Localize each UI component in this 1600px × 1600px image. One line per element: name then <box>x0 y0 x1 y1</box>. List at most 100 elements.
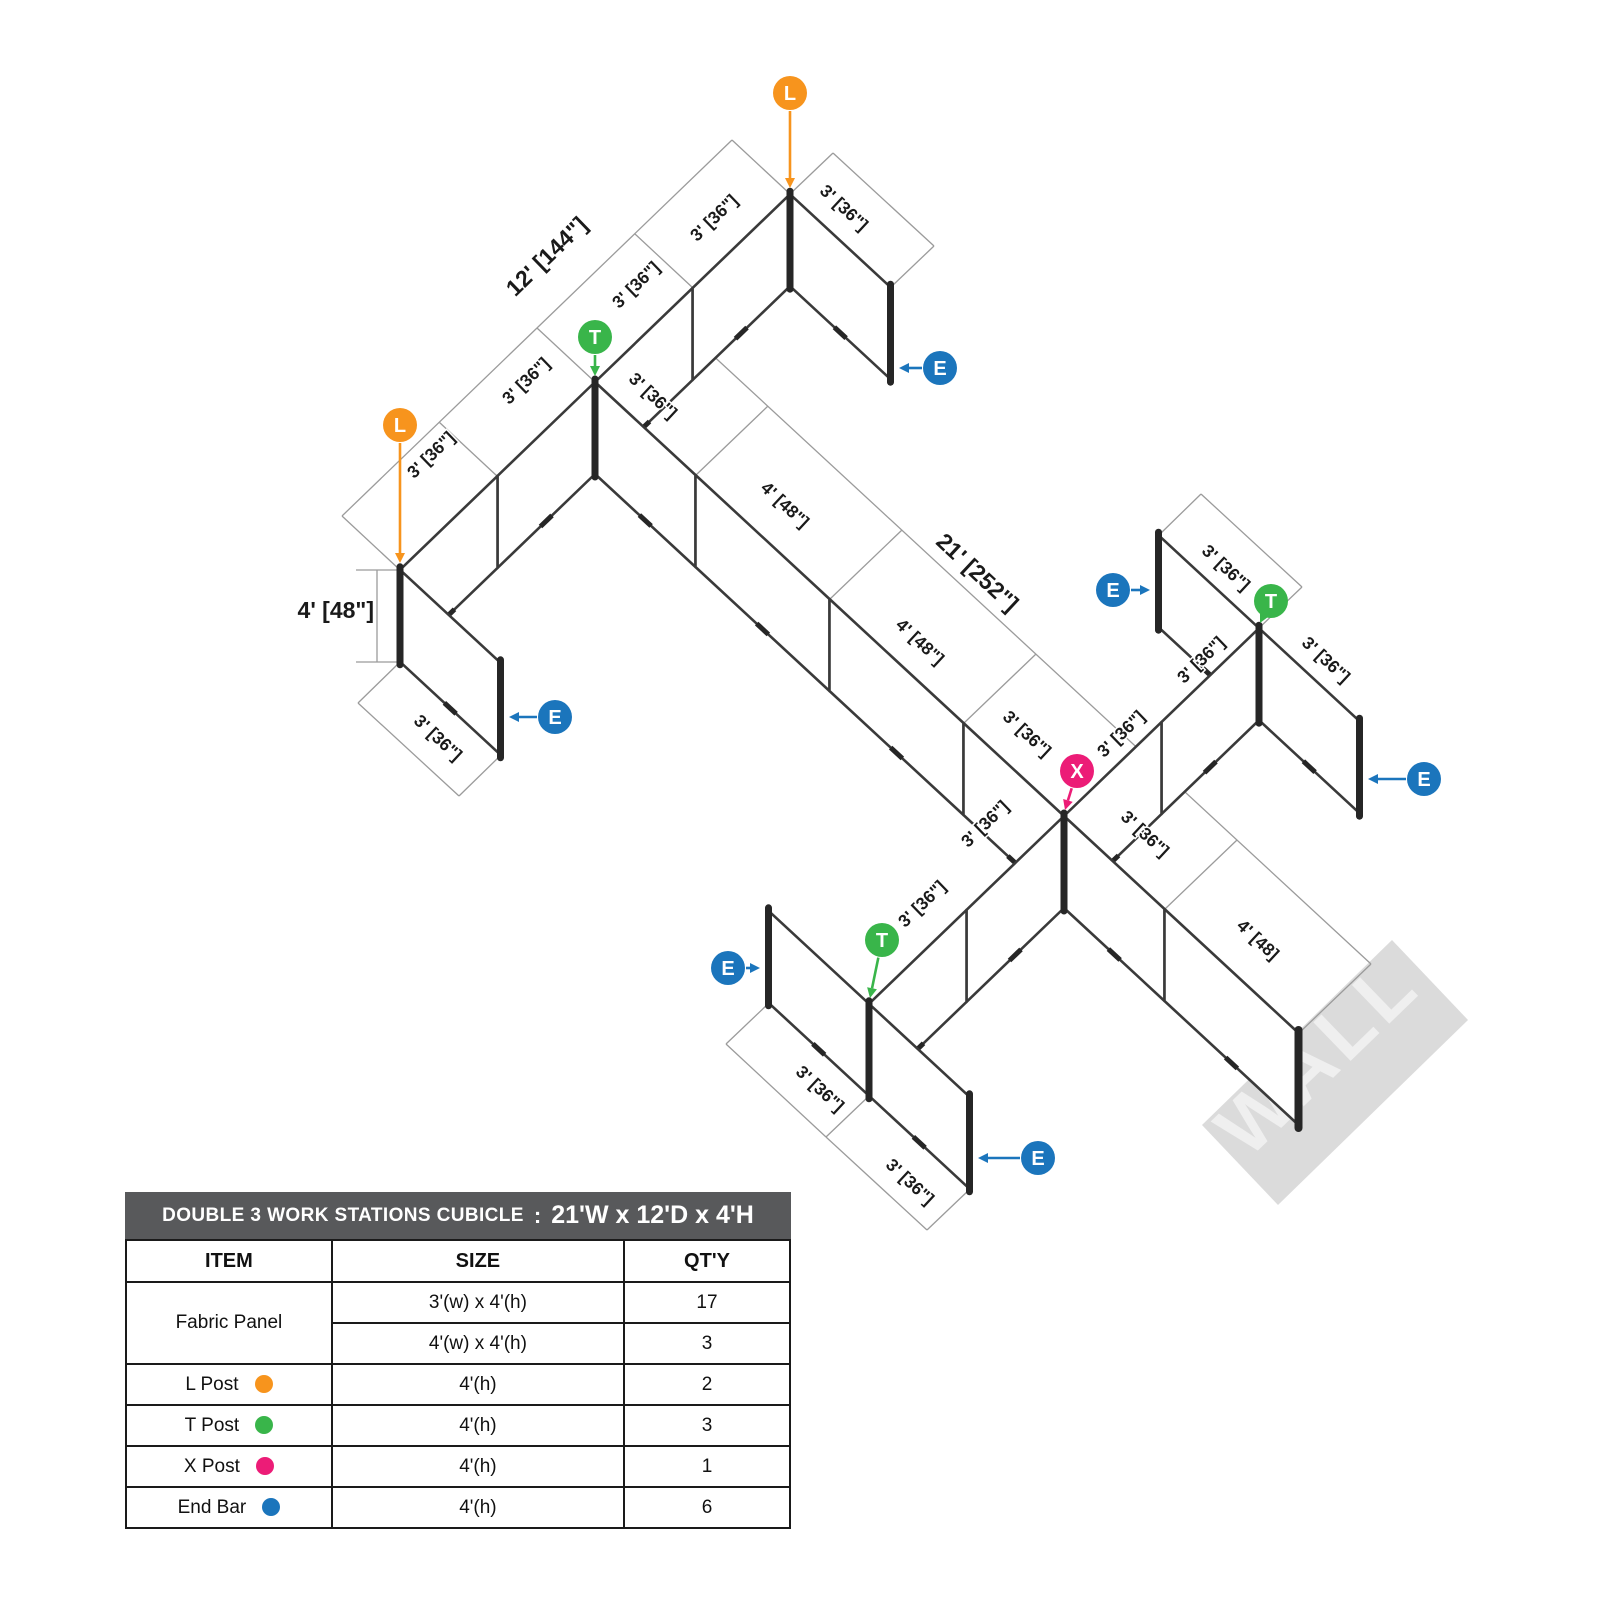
end-bar-marker-badge <box>1021 1141 1055 1175</box>
spec-table: DOUBLE 3 WORK STATIONS CUBICLE : 21'W x … <box>125 1192 792 1529</box>
dimension-line <box>825 1095 870 1138</box>
t-post-marker-letter: T <box>876 930 888 952</box>
table-row-fabric-panel-2: 4'(w) x 4'(h) 3 <box>126 1322 792 1365</box>
dimension-label: 3' [36"] <box>608 257 664 312</box>
dimension-line <box>1200 493 1303 588</box>
end-bar-marker-arrowhead <box>509 712 519 722</box>
fabric-panel <box>694 473 831 693</box>
panel-foot <box>754 621 771 637</box>
t-post-size: 4'(h) <box>330 1404 625 1447</box>
t-post-marker-arrowhead <box>590 366 600 376</box>
t-post-marker-letter: T <box>589 327 601 349</box>
fabric-size-2: 4'(w) x 4'(h) <box>330 1322 625 1365</box>
dimension-label: 3' [36"] <box>686 190 742 245</box>
dimension-line <box>926 1188 971 1231</box>
column-header-size: SIZE <box>330 1239 625 1283</box>
l-post-marker-badge <box>773 76 807 110</box>
column-header-qty: QT'Y <box>622 1239 792 1283</box>
dimension-line <box>963 653 1037 724</box>
end-bar-marker-letter: E <box>933 358 946 380</box>
panel-foot <box>888 745 905 761</box>
panel-foot <box>538 513 554 529</box>
dimension-label: 4' [48"] <box>892 614 948 668</box>
dimension-line <box>536 327 596 383</box>
dimension-line <box>832 152 935 247</box>
dimension-line <box>890 245 935 288</box>
dimension-label: 3' [36"] <box>882 1154 938 1208</box>
dimension-label: 4' [48"] <box>298 597 374 623</box>
fabric-size-1: 3'(w) x 4'(h) <box>330 1281 625 1324</box>
dimension-label: 3' [36"] <box>894 876 950 931</box>
x-post-color-dot <box>255 1456 274 1475</box>
panel-foot <box>637 513 653 528</box>
l-post-marker-arrowhead <box>785 178 795 188</box>
end-bar-color-dot <box>262 1497 281 1516</box>
end-bar-size: 4'(h) <box>330 1486 625 1529</box>
table-row-l-post: L Post 4'(h) 2 <box>125 1363 792 1406</box>
dimension-line <box>695 405 769 476</box>
end-bar-marker-letter: E <box>721 958 734 980</box>
item-x-post: X Post <box>125 1445 333 1488</box>
table-row-x-post: X Post 4'(h) 1 <box>125 1445 792 1488</box>
dimension-label: 21' [252"] <box>931 528 1023 617</box>
x-post-marker-arrow <box>1066 787 1073 801</box>
end-bar-marker-arrowhead <box>1140 585 1150 595</box>
l-post-size: 4'(h) <box>330 1363 625 1406</box>
dimension-label: 3' [36"] <box>410 710 466 764</box>
t-post-marker-badge <box>865 923 899 957</box>
fabric-qty-2: 3 <box>622 1322 792 1365</box>
end-bar-marker-badge <box>923 351 957 385</box>
end-bar-label: End Bar <box>177 1496 247 1518</box>
dimension-line <box>725 1002 770 1045</box>
dimension-line <box>789 152 834 195</box>
dimension-line <box>357 661 401 704</box>
spec-title-separator: : <box>533 1202 542 1228</box>
panel-foot <box>911 1135 927 1150</box>
spec-title-dimensions: 21'W x 12'D x 4'H <box>551 1201 754 1229</box>
item-l-post: L Post <box>125 1363 333 1406</box>
dimension-line <box>1164 839 1238 910</box>
dimension-line <box>825 1136 928 1231</box>
end-bar-marker-letter: E <box>548 707 561 729</box>
dimension-label: 3' [36"] <box>498 353 554 408</box>
x-post-label: X Post <box>183 1455 240 1477</box>
fabric-panel <box>767 909 871 1098</box>
panel-foot <box>442 701 458 716</box>
fabric-qty-1: 17 <box>622 1281 792 1324</box>
t-post-marker-letter: T <box>1265 591 1277 613</box>
item-t-post: T Post <box>125 1404 333 1447</box>
dimension-line <box>341 515 401 571</box>
parts-table-header-row: ITEM SIZE QT'Y <box>125 1239 792 1283</box>
x-post-marker-arrowhead <box>1063 798 1073 810</box>
end-bar-marker-letter: E <box>1417 769 1430 791</box>
dimension-line <box>1158 493 1202 536</box>
dimension-line <box>357 702 460 797</box>
l-post-qty: 2 <box>622 1363 792 1406</box>
end-bar-marker-badge <box>1096 573 1130 607</box>
end-bar-marker-arrowhead <box>978 1153 988 1163</box>
x-post-marker-letter: X <box>1070 761 1084 783</box>
end-bar-marker-badge <box>538 700 572 734</box>
item-fabric-panel: Fabric Panel <box>125 1281 333 1365</box>
panel-foot <box>1007 947 1023 963</box>
dimension-line <box>634 233 694 289</box>
spec-table-header: DOUBLE 3 WORK STATIONS CUBICLE : 21'W x … <box>125 1192 791 1239</box>
panel-foot <box>1301 759 1317 774</box>
t-post-label: T Post <box>184 1414 240 1436</box>
dimension-label: 4' [48"] <box>757 477 813 531</box>
t-post-qty: 3 <box>622 1404 792 1447</box>
panel-foot <box>1202 759 1218 775</box>
end-bar-marker-arrowhead <box>750 963 760 973</box>
panel-foot <box>832 325 848 340</box>
dimension-line <box>438 421 498 477</box>
t-post-marker-badge <box>578 320 612 354</box>
wall-plane <box>1202 940 1468 1205</box>
l-post-marker-badge <box>383 408 417 442</box>
t-post-color-dot <box>255 1415 274 1434</box>
dimension-line <box>666 312 1372 965</box>
end-bar-marker-letter: E <box>1106 580 1119 602</box>
dimension-label: 3' [36"] <box>999 706 1055 760</box>
dimension-line <box>458 754 502 797</box>
column-header-item: ITEM <box>125 1239 333 1283</box>
